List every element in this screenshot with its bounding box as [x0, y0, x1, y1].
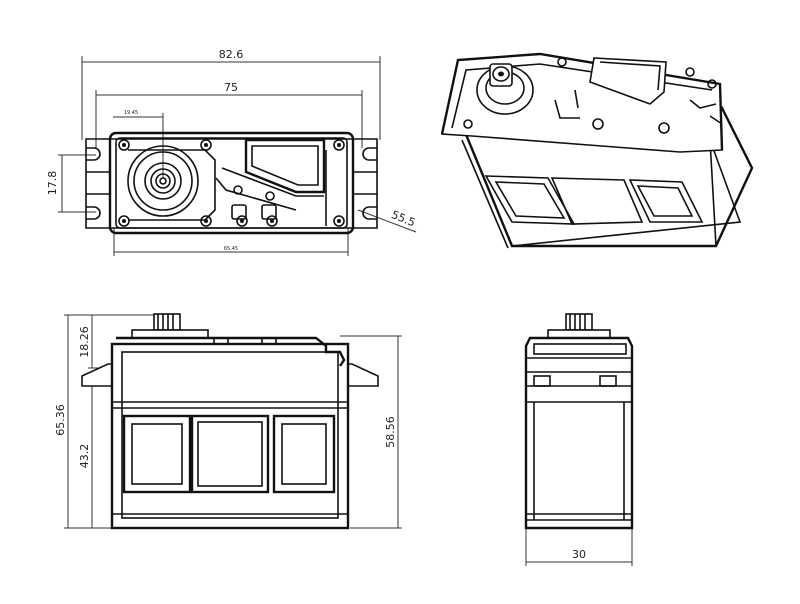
label-total-height: 65.36	[54, 404, 67, 436]
servo-body-top	[108, 131, 355, 235]
front-view: 65.36 18.26 43.2 58.56	[54, 313, 402, 530]
side-spline	[547, 313, 611, 339]
dim-top-height: 18.26	[78, 315, 110, 369]
front-spline	[131, 313, 209, 339]
label-body-length: 65.45	[224, 246, 238, 252]
cable-exit	[215, 138, 326, 211]
label-top-height: 18.26	[78, 326, 91, 358]
side-body	[524, 336, 634, 530]
label-lower-height: 43.2	[78, 444, 91, 469]
front-windows	[122, 414, 336, 494]
screw-heads	[118, 139, 345, 227]
isometric-view	[440, 52, 754, 249]
label-body-height: 58.56	[384, 416, 397, 448]
front-flange-left	[81, 363, 113, 387]
front-flange-right	[347, 363, 379, 387]
dim-side-width: 30	[525, 528, 633, 566]
front-body	[110, 342, 350, 530]
mount-holes	[86, 147, 377, 220]
top-view: 82.6 75 19.45 17.8 65.45	[46, 48, 417, 256]
output-gear	[127, 145, 199, 217]
iso-output-spline	[476, 63, 534, 115]
dim-total-height: 65.36	[54, 314, 156, 529]
iso-cable-exit	[589, 57, 667, 105]
dim-body-height: 58.56	[340, 335, 402, 529]
label-side-width: 30	[572, 548, 586, 561]
label-diagonal: 55.5	[390, 208, 418, 229]
dim-overall-width: 82.6	[81, 48, 381, 140]
label-gear-offset: 19.45	[124, 110, 138, 116]
dim-hole-spacing: 17.8	[46, 154, 96, 213]
dim-mount-pitch: 75	[95, 81, 363, 148]
label-hole-spacing: 17.8	[46, 171, 59, 196]
side-view: 30	[524, 313, 634, 566]
dim-lower-height: 43.2	[78, 384, 110, 528]
label-mount-pitch: 75	[224, 81, 238, 94]
label-overall-width: 82.6	[219, 48, 244, 61]
iso-windows	[484, 175, 704, 225]
